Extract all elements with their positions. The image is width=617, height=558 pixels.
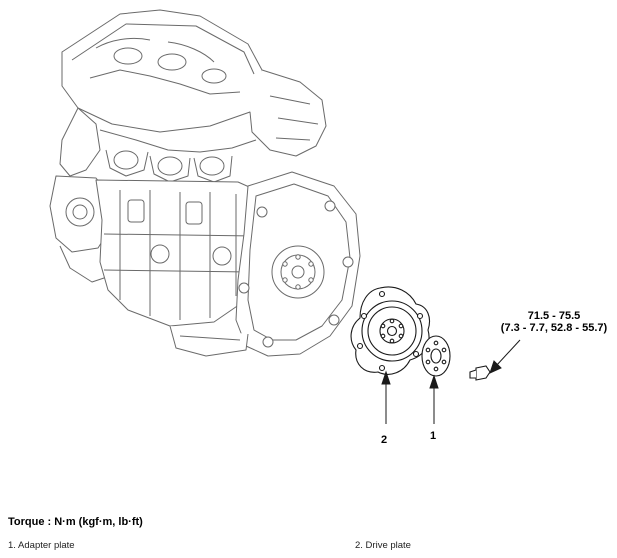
legend-item-adapter-plate: 1. Adapter plate xyxy=(8,540,75,551)
callout-label-2: 2 xyxy=(381,434,388,446)
callout-label-1: 1 xyxy=(430,430,437,442)
adapter-plate xyxy=(421,335,451,377)
bolt-torque-value: 71.5 - 75.5 (7.3 - 7.7, 52.8 - 55.7) xyxy=(496,310,612,334)
bolt xyxy=(469,365,491,381)
legend-item-drive-plate: 2. Drive plate xyxy=(355,540,411,551)
drive-plate xyxy=(350,286,431,375)
leader-lines xyxy=(381,339,521,424)
torque-value-nm: 71.5 - 75.5 xyxy=(527,310,581,322)
torque-units-heading: Torque : N·m (kgf·m, lb·ft) xyxy=(8,516,143,528)
engine-block xyxy=(49,9,361,357)
torque-value-alt-units: (7.3 - 7.7, 52.8 - 55.7) xyxy=(500,322,608,334)
